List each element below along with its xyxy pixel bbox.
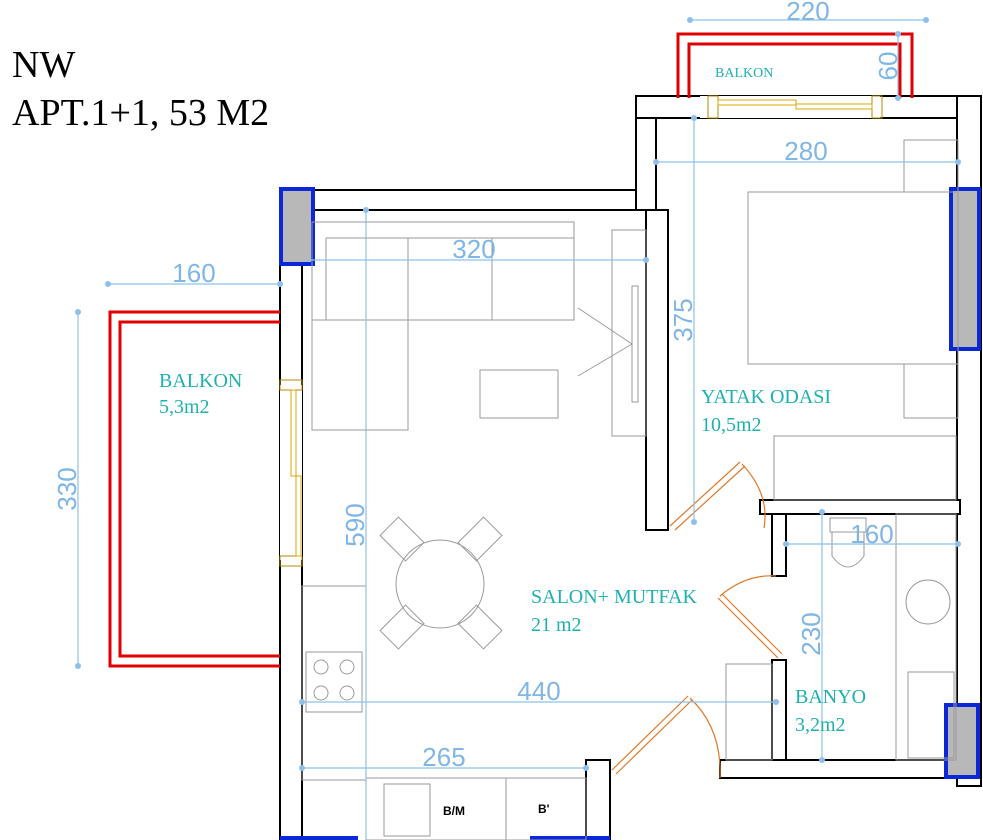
dim-balkon-top-depth: 60 xyxy=(873,52,903,81)
dimension-lines xyxy=(75,17,961,840)
room-yatak-name: YATAK ODASI xyxy=(701,386,831,408)
toilet xyxy=(829,517,867,568)
shower-area xyxy=(895,513,957,761)
wall-top-living xyxy=(279,189,657,211)
appliance-dishwasher-label: B/M xyxy=(443,804,465,818)
bed xyxy=(747,139,959,419)
appliance-second-label: B' xyxy=(538,802,550,816)
dim-balkon-left-depth: 330 xyxy=(52,467,82,510)
balcony-top-railing xyxy=(676,32,914,98)
dim-bedroom-width: 280 xyxy=(784,136,827,166)
window-top xyxy=(707,95,883,119)
dim-living-depth: 590 xyxy=(340,503,370,546)
room-balkon-top-name: BALKON xyxy=(715,66,773,81)
window-left xyxy=(279,379,303,567)
room-yatak-area: 10,5m2 xyxy=(701,414,762,436)
column-right-lower xyxy=(944,703,980,779)
tv-unit xyxy=(577,229,647,437)
bedroom-door xyxy=(669,461,766,531)
room-salon-area: 21 m2 xyxy=(531,614,582,636)
column-right-upper xyxy=(949,187,981,351)
apartment-title: APT.1+1, 53 M2 xyxy=(12,92,270,134)
entry-door xyxy=(611,695,721,779)
room-salon-name: SALON+ MUTFAK xyxy=(531,586,697,608)
window-opening-top xyxy=(700,96,880,118)
dim-kitchen-width: 440 xyxy=(517,676,560,706)
dim-entry-width: 265 xyxy=(422,742,465,772)
orientation-title: NW xyxy=(12,44,76,86)
dim-balkon-left-width: 160 xyxy=(172,258,215,288)
dim-living-width: 320 xyxy=(452,234,495,264)
dim-balkon-top-width: 220 xyxy=(786,0,829,26)
dim-bath-depth: 230 xyxy=(796,612,826,655)
column-top-left xyxy=(279,187,315,266)
dim-bath-width: 160 xyxy=(850,519,893,549)
bath-cabinet xyxy=(907,671,955,759)
washbasin xyxy=(905,579,951,625)
windows xyxy=(279,95,883,567)
walls xyxy=(279,95,982,840)
room-banyo-name: BANYO xyxy=(795,686,866,708)
wall-bath-bottom xyxy=(719,759,961,779)
wall-entry xyxy=(585,759,611,840)
coffee-table xyxy=(479,369,559,419)
wardrobe xyxy=(773,435,957,501)
dining-set xyxy=(379,516,503,650)
balcony-left-railing xyxy=(108,310,280,668)
room-balkon-left-name: BALKON xyxy=(159,370,242,392)
dim-bedroom-depth: 375 xyxy=(668,298,698,341)
wall-bath-left-lower xyxy=(771,659,787,767)
sofa xyxy=(311,221,575,431)
entry-cabinet xyxy=(725,663,773,761)
bathroom-door xyxy=(717,575,783,659)
room-balkon-left-area: 5,3m2 xyxy=(159,396,210,418)
wall-bath-top xyxy=(759,499,961,515)
wall-bedroom-partition xyxy=(645,209,669,531)
room-banyo-area: 3,2m2 xyxy=(795,714,846,736)
